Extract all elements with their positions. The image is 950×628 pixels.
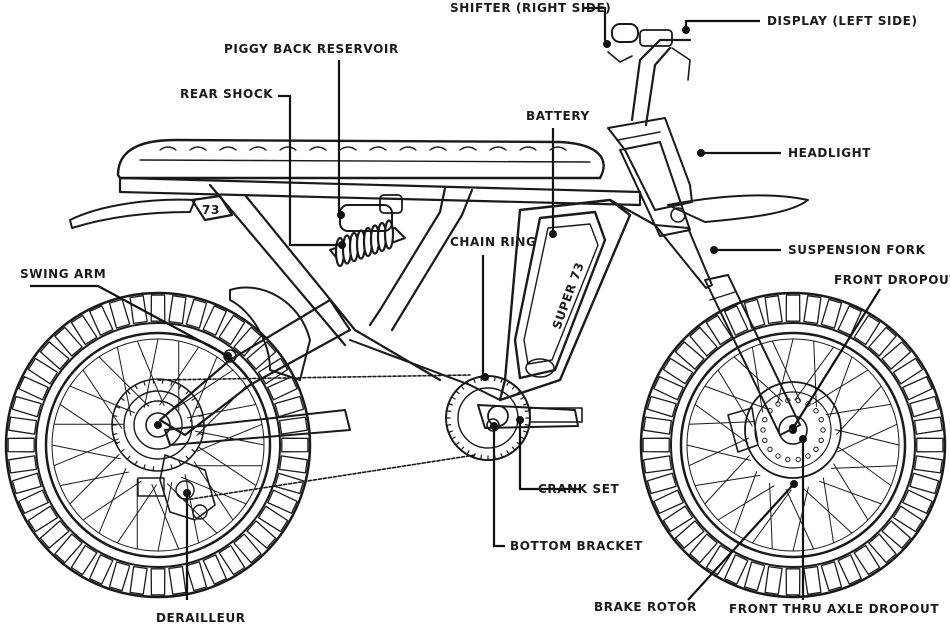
rear-spokes (51, 338, 265, 552)
brake-caliper (727, 407, 759, 453)
label-brake-rotor: BRAKE ROTOR (594, 600, 697, 614)
label-crank-set: CRANK SET (538, 482, 619, 496)
rear-wheel (4, 291, 312, 599)
label-derailleur: DERAILLEUR (156, 611, 246, 625)
label-front-thru-axle-dropout: FRONT THRU AXLE DROPOUT (729, 602, 939, 616)
front-wheel (639, 291, 947, 599)
label-chain-ring: CHAIN RING (450, 235, 536, 249)
chain (157, 374, 476, 501)
front-spokes (686, 338, 900, 552)
front-fender (667, 194, 809, 223)
front-tire (639, 291, 947, 599)
label-shifter: SHIFTER (RIGHT SIDE) (450, 1, 611, 15)
rear-plate-text: 73 (202, 203, 220, 217)
rear-tire (4, 291, 312, 599)
label-rear-shock: REAR SHOCK (180, 87, 273, 101)
rear-fender (69, 198, 196, 229)
label-swing-arm: SWING ARM (20, 267, 106, 281)
label-suspension-fork: SUSPENSION FORK (788, 243, 926, 257)
label-piggy-back-reservoir: PIGGY BACK RESERVOIR (224, 42, 399, 56)
label-battery: BATTERY (526, 109, 590, 123)
swing-arm (158, 286, 352, 446)
headlight (607, 117, 693, 223)
derailleur (137, 454, 216, 521)
handlebar (607, 23, 692, 127)
seat (116, 138, 605, 180)
rear-rim (44, 331, 272, 559)
label-display: DISPLAY (LEFT SIDE) (767, 14, 918, 28)
label-headlight: HEADLIGHT (788, 146, 871, 160)
label-front-dropout: FRONT DROPOUT (834, 273, 950, 287)
leaders (30, 6, 881, 601)
suspension-fork (619, 141, 801, 436)
front-rim (679, 331, 907, 559)
labels: SHIFTER (RIGHT SIDE) DISPLAY (LEFT SIDE)… (20, 1, 950, 625)
label-bottom-bracket: BOTTOM BRACKET (510, 539, 643, 553)
